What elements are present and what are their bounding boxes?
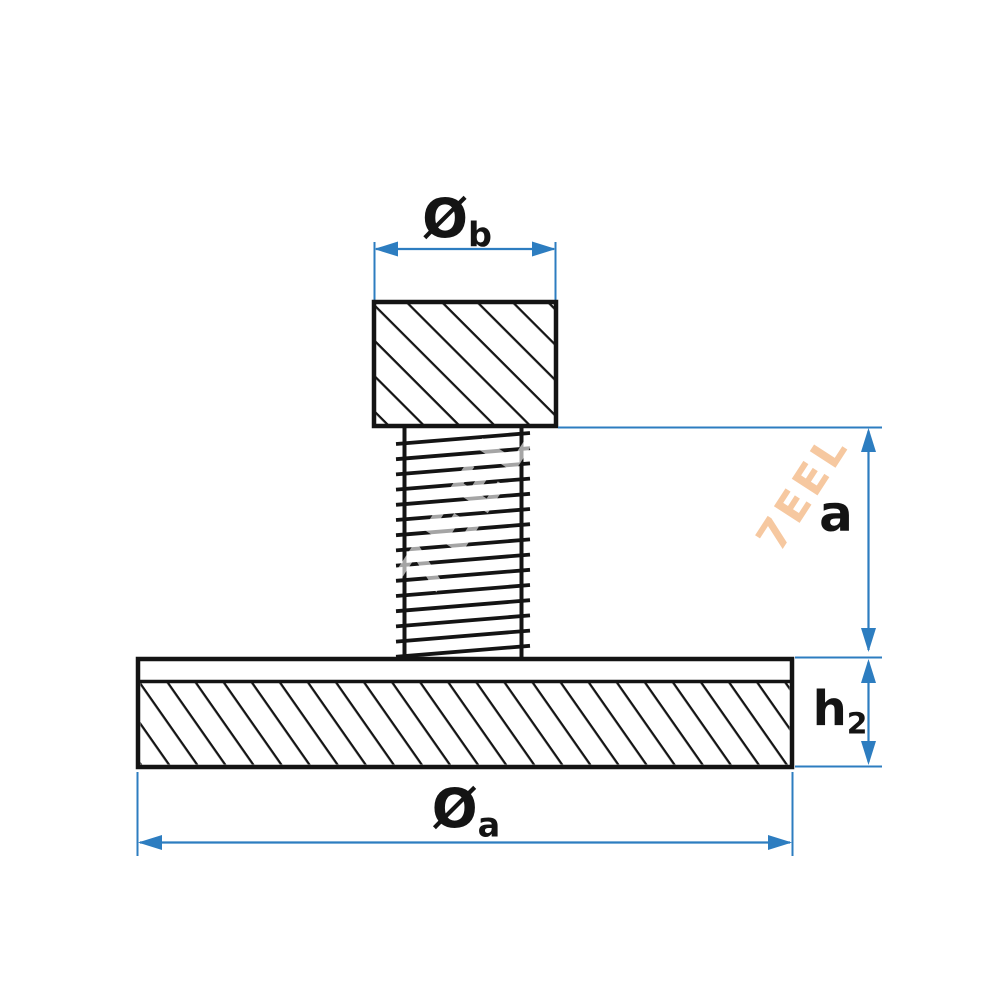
label-height-h2-symbol: h: [812, 680, 847, 737]
label-diameter-b-subscript: b: [467, 215, 492, 255]
base-disc: [135, 656, 795, 770]
thread-line: [395, 628, 531, 644]
label-height-a-text: a: [819, 485, 853, 543]
arrowhead-right-icon: [768, 835, 792, 850]
arrowhead-up-icon: [861, 659, 876, 683]
thread-line: [395, 446, 531, 462]
label-diameter-b-symbol: Ø: [422, 187, 468, 251]
bolt-head: [371, 299, 559, 429]
thread-line: [395, 491, 531, 507]
label-diameter-a-symbol: Ø: [431, 777, 478, 841]
disc-hatch: [140, 681, 790, 765]
thread-line: [395, 567, 531, 583]
thread-line: [395, 552, 531, 568]
arrowhead-up-icon: [861, 428, 876, 452]
label-height-h2-subscript: 2: [846, 706, 868, 742]
thread-line: [395, 522, 531, 538]
threaded-stud: [395, 426, 531, 659]
thread-line: [395, 613, 531, 629]
label-diameter-a-subscript: a: [477, 805, 501, 845]
arrowhead-right-icon: [532, 241, 556, 257]
label-height-a: a: [819, 489, 853, 539]
label-diameter-b: Øb: [422, 192, 492, 252]
thread-line: [395, 537, 531, 553]
dimension-diameter-a: [136, 772, 794, 856]
thread-line: [395, 598, 531, 614]
dimension-diameter-b: [373, 241, 557, 301]
arrowhead-left-icon: [138, 835, 162, 850]
arrowhead-left-icon: [374, 241, 398, 257]
arrowhead-down-icon: [861, 628, 876, 652]
label-height-h2: h2: [813, 685, 868, 739]
thread-line: [395, 431, 531, 446]
thread-line: [395, 476, 531, 492]
label-diameter-a: Øa: [432, 782, 501, 842]
thread-line: [395, 507, 531, 522]
dimension-height-a: [558, 426, 882, 652]
thread-line: [395, 643, 531, 659]
thread-line: [395, 583, 531, 598]
thread-line: [395, 461, 531, 477]
thread-lines: [395, 431, 531, 659]
dimension-height-h2: [795, 656, 882, 768]
arrowhead-down-icon: [861, 741, 876, 765]
